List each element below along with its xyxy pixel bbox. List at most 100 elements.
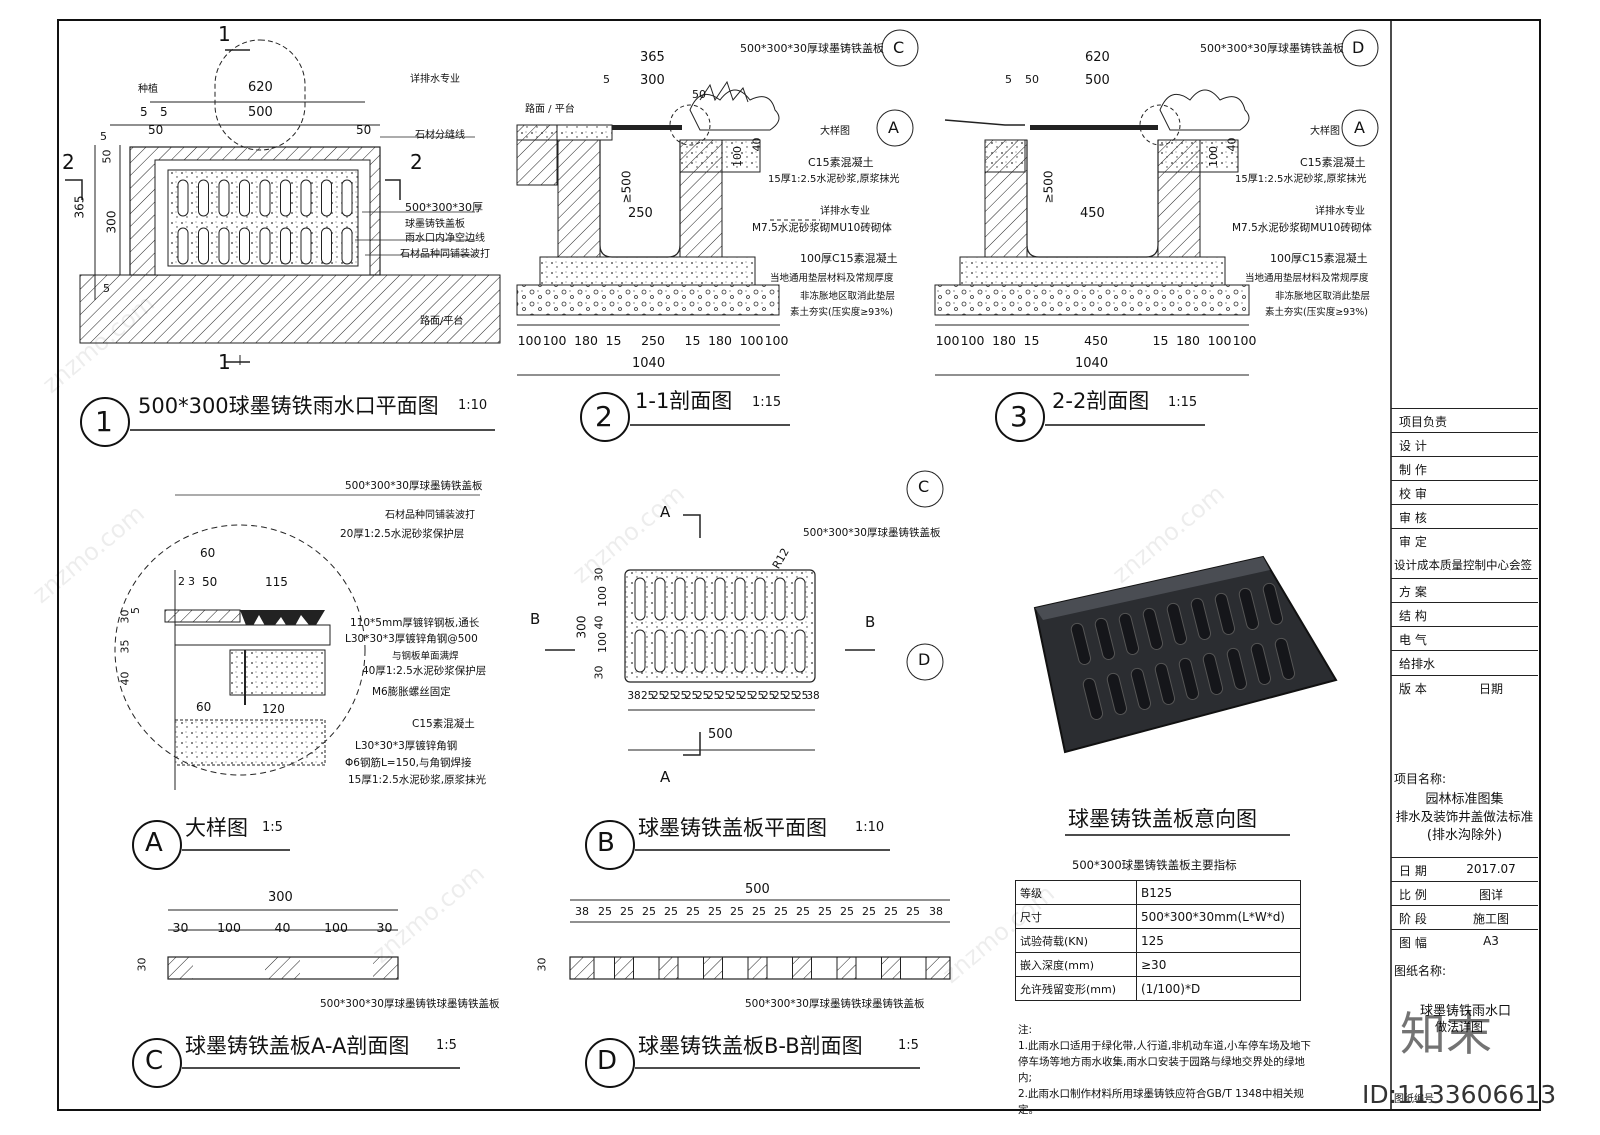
secd-total: 500 <box>745 882 770 897</box>
detail-l4: 110*5mm厚镀锌钢板,通长 <box>350 617 480 629</box>
title-block-key: 图 幅 <box>1399 936 1427 950</box>
planb-width: 500 <box>708 727 733 742</box>
planb-sec-a-bottom: A <box>660 768 671 786</box>
photo-slot <box>1178 657 1200 700</box>
title-block-key: 结 构 <box>1399 609 1427 623</box>
dimension-value: 25 <box>696 690 710 702</box>
dim-500: 500 <box>248 105 273 120</box>
dimension-value: 25 <box>762 690 776 702</box>
notes-title: 注: <box>1018 1024 1033 1036</box>
sec2-depth: ≥500 <box>1041 170 1056 204</box>
photo-slot <box>1130 667 1152 710</box>
date-label: 日期 <box>1478 682 1503 696</box>
view-3-title: 2-2剖面图 <box>1052 389 1150 413</box>
slot <box>674 577 686 621</box>
secd-thick: 30 <box>535 957 549 972</box>
dimension-value: 30 <box>592 665 606 680</box>
qc-center: 设计成本质量控制中心会签 <box>1394 558 1532 572</box>
title-block-key: 电 气 <box>1399 633 1427 647</box>
dim-5d: 5 <box>103 282 110 295</box>
title-block-row: 阶 段施工图 <box>1391 905 1538 930</box>
photo-slot <box>1250 642 1272 685</box>
label-planting: 种植 <box>138 84 158 95</box>
detail-dim-35: 35 <box>118 639 132 654</box>
label-stone-line: 石材分缝线 <box>415 130 465 141</box>
view-3-scale: 1:15 <box>1168 395 1198 410</box>
dimension-value: 100 <box>517 333 542 348</box>
planb-sec-b-left: B <box>530 610 541 628</box>
label-inner-edge: 雨水口内净空边线 <box>405 233 485 244</box>
slot <box>794 629 806 673</box>
view-2-title: 1-1剖面图 <box>635 389 733 413</box>
sec1-c15: C15素混凝土 <box>808 156 874 169</box>
dim-5a: 5 <box>140 105 148 119</box>
dimension-value: 180 <box>708 333 732 348</box>
dimension-value: 25 <box>906 905 920 918</box>
slot <box>634 629 646 673</box>
title-block-row: 审 核 <box>1391 504 1538 529</box>
title-block-row: 设 计 <box>1391 432 1538 457</box>
detail-dim-3: 3 <box>188 575 195 588</box>
dimension-value: 15 <box>1152 333 1169 348</box>
dimension-value: 25 <box>674 690 688 702</box>
photo-slot <box>1106 672 1128 715</box>
slot <box>754 577 766 621</box>
dimension-value: 25 <box>641 690 655 702</box>
slot <box>714 629 726 673</box>
section-mark-2-left: 2 <box>62 150 75 174</box>
title-block-key: 给排水 <box>1399 657 1436 671</box>
dimension-value: 180 <box>992 333 1016 348</box>
view-b-letter: B <box>597 828 615 858</box>
dimension-value: 100 <box>739 333 764 348</box>
detail-dim-5: 5 <box>129 607 142 614</box>
dimension-value: 180 <box>574 333 598 348</box>
photo-slot <box>1070 622 1092 665</box>
planb-ref-c: C <box>918 477 930 496</box>
view-1-number: 1 <box>95 405 113 438</box>
view-c-section <box>167 909 399 980</box>
sec2-drain: 详排水专业 <box>1315 206 1365 217</box>
dim-5b: 5 <box>160 105 168 119</box>
sec2-dim-100: 100 <box>1207 146 1220 167</box>
note-1: 1.此雨水口适用于绿化带,人行道,非机动车道,小车停车场及地下停车场等地方雨水收… <box>1018 1040 1312 1084</box>
slot <box>259 227 271 265</box>
view-a-title: 大样图 <box>185 816 248 840</box>
title-block-key: 校 审 <box>1399 487 1427 501</box>
dimension-value: 100 <box>1207 333 1232 348</box>
dimension-value: 250 <box>641 333 665 348</box>
notes: 注: 1.此雨水口适用于绿化带,人行道,非机动车道,小车停车场及地下停车场等地方… <box>1018 1022 1318 1118</box>
view-d-section <box>569 899 951 980</box>
dimension-value: 25 <box>784 690 798 702</box>
sec1-dim-365: 365 <box>640 50 665 65</box>
dimension-value: 30 <box>172 920 189 935</box>
sec2-cover-label: 500*300*30厚球墨铸铁盖板 <box>1200 42 1344 55</box>
dimension-value: 30 <box>376 920 393 935</box>
spec-row: 嵌入深度(mm)≥30 <box>1015 952 1301 977</box>
dimension-value: 38 <box>929 905 943 918</box>
dimension-value: 15 <box>1023 333 1040 348</box>
slot <box>280 227 291 265</box>
view-a-detail <box>114 494 480 790</box>
slot <box>341 179 353 217</box>
slot <box>674 629 686 673</box>
detail-l3: 20厚1:2.5水泥砂浆保护层 <box>340 528 465 540</box>
sec2-total: 1040 <box>1075 356 1109 371</box>
view-d-letter: D <box>597 1046 618 1076</box>
sec2-dim-500: 500 <box>1085 73 1110 88</box>
dimension-value: 25 <box>642 905 656 918</box>
bar-section <box>569 956 595 980</box>
label-stone-joint: 石材品种同铺装波打 <box>400 249 490 260</box>
view-c-letter: C <box>145 1046 164 1076</box>
dimension-value: 180 <box>1176 333 1200 348</box>
view-3-number: 3 <box>1010 400 1028 433</box>
sec2-mortar: 15厚1:2.5水泥砂浆,原浆抹光 <box>1235 174 1367 185</box>
dimension-value: 38 <box>627 690 641 702</box>
view-1-title: 500*300球墨铸铁雨水口平面图 <box>138 394 439 418</box>
spec-key: 嵌入深度(mm) <box>1015 952 1137 977</box>
sec1-total: 1040 <box>632 356 666 371</box>
slot <box>734 629 746 673</box>
